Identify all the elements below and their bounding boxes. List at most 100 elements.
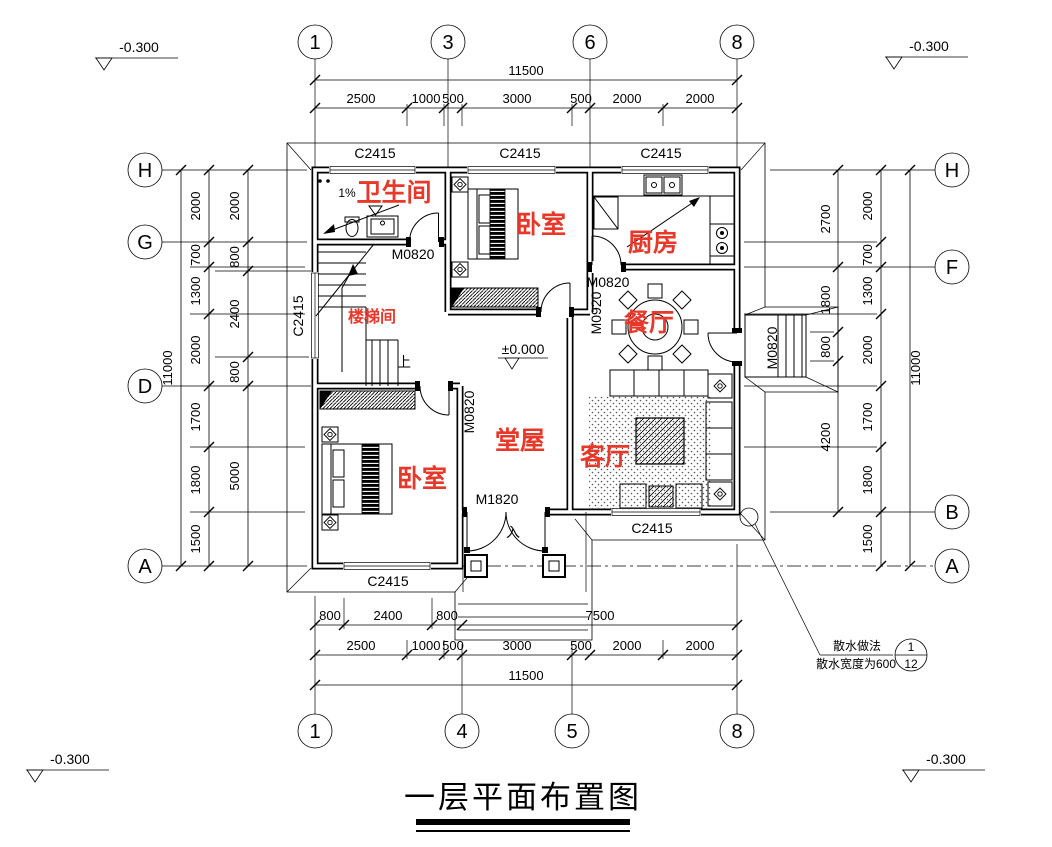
door-entrance (462, 506, 550, 553)
axis-top-1: 1 (309, 32, 320, 54)
dim-left-outer-2: 1300 (188, 277, 203, 306)
window-top-2 (467, 164, 556, 176)
dim-right-mid-3: 2000 (860, 336, 875, 365)
dim-bot-r2-3: 3000 (503, 638, 532, 653)
axis-top-6: 6 (584, 32, 595, 54)
door-bathroom (406, 212, 444, 248)
dimension-labels: 11500 2500 1000 500 3000 500 2000 2000 8… (160, 63, 923, 683)
axis-left-D: D (138, 376, 152, 398)
dim-bot-r1-1: 2400 (374, 608, 403, 623)
window-top-1 (329, 164, 416, 176)
dim-left-inner-2: 2400 (227, 300, 242, 329)
bedroom-bottom-furniture (319, 390, 416, 531)
axis-bot-4: 4 (456, 721, 467, 743)
window-bedroom-bottom (343, 560, 431, 572)
dimension-lines (175, 74, 916, 691)
room-label-hall: 堂屋 (495, 426, 545, 455)
window-top-3 (621, 164, 709, 176)
apron-note-line2: 散水宽度为600 (816, 656, 896, 671)
axis-right-A: A (945, 556, 959, 578)
axis-left-H: H (138, 160, 152, 182)
axis-bot-5: 5 (566, 721, 577, 743)
door-kitchen (587, 235, 626, 273)
axis-right-F: F (946, 257, 958, 279)
bay-landing (744, 314, 807, 378)
door-tag-bedroom-bottom: M0820 (461, 390, 477, 433)
room-label-kitchen: 厨房 (628, 228, 678, 257)
dim-left-outer-1: 700 (188, 244, 203, 266)
dim-bot-r2-5: 2000 (613, 638, 642, 653)
door-tag-kitchen: M0820 (587, 274, 630, 290)
dim-right-mid-6: 1500 (860, 525, 875, 554)
entrance-in-label: 入 (506, 524, 520, 540)
axis-left-G: G (137, 232, 153, 254)
dim-top-seg-3: 3000 (503, 91, 532, 106)
dim-bot-r1-0: 800 (319, 608, 341, 623)
dim-bot-r2-2: 500 (442, 638, 464, 653)
window-tag-bedroom-bottom: C2415 (367, 573, 408, 589)
window-tag-left: C2415 (290, 295, 306, 336)
dim-left-outer-3: 2000 (188, 336, 203, 365)
dim-bot-r1-2: 800 (436, 608, 458, 623)
window-tag-top-2: C2415 (499, 145, 540, 161)
elevation-value: -0.300 (926, 751, 966, 767)
elevation-value: -0.300 (119, 39, 159, 55)
dim-top-total: 11500 (508, 63, 543, 78)
apron-note-line1: 散水做法 (833, 638, 881, 653)
door-tag-bathroom: M0820 (392, 246, 435, 262)
dim-left-outer-0: 2000 (188, 192, 203, 221)
axis-top-3: 3 (442, 32, 453, 54)
elevation-bottom-right: -0.300 (902, 751, 985, 783)
axis-grid-lines (162, 59, 935, 714)
dim-right-inner-0: 2700 (818, 205, 833, 234)
window-tag-living: C2415 (631, 520, 672, 536)
dim-bot-r2-6: 2000 (686, 638, 715, 653)
stairs (315, 243, 399, 386)
room-label-stairwell: 楼梯间 (348, 307, 396, 326)
dim-left-inner-0: 2000 (227, 192, 242, 221)
dim-top-seg-4: 500 (570, 91, 592, 106)
window-tag-top-3: C2415 (640, 145, 681, 161)
room-label-bathroom: 卫生间 (356, 179, 431, 207)
window-tag-top-1: C2415 (354, 145, 395, 161)
dim-right-mid-4: 1700 (860, 403, 875, 432)
dim-right-total: 11000 (908, 350, 923, 385)
room-label-living: 客厅 (580, 442, 630, 471)
room-label-bedroom-top: 卧室 (516, 210, 566, 239)
dim-left-outer-5: 1800 (188, 466, 203, 495)
dining-furniture (611, 283, 699, 371)
elevation-bottom-left: -0.300 (26, 751, 109, 783)
dim-top-seg-5: 2000 (613, 91, 642, 106)
level-markers: ±0.000 -0.300 -0.300 -0.300 -0.300 (26, 38, 985, 783)
axis-bot-8: 8 (731, 721, 742, 743)
detail-number: 1 (908, 640, 915, 654)
door-bay (707, 328, 743, 366)
dim-bot-r2-1: 1000 (412, 638, 441, 653)
dim-bot-total: 11500 (508, 668, 543, 683)
axis-top-8: 8 (731, 32, 742, 54)
door-tag-bay: M0820 (764, 326, 780, 369)
dim-left-total: 11000 (160, 350, 175, 385)
dim-bot-r2-4: 500 (570, 638, 592, 653)
level-value: ±0.000 (502, 341, 545, 357)
opening-tags: C2415 C2415 C2415 C2415 C2415 C2415 M082… (290, 145, 780, 589)
dim-right-inner-1: 1800 (818, 286, 833, 315)
axis-right-B: B (945, 502, 958, 524)
window-left-stair (309, 272, 321, 359)
axis-bot-1: 1 (309, 721, 320, 743)
eave-outline (286, 142, 839, 641)
dim-right-mid-1: 700 (860, 244, 875, 266)
drawing-title-block: 一层平面布置图 (404, 780, 642, 832)
dim-left-inner-1: 800 (227, 246, 242, 268)
room-label-bedroom-bottom: 卧室 (397, 464, 447, 493)
dim-right-mid-2: 1300 (860, 277, 875, 306)
dim-right-mid-0: 2000 (860, 192, 875, 221)
dim-left-outer-6: 1500 (188, 525, 203, 554)
dim-left-outer-4: 1700 (188, 403, 203, 432)
stairs-up-label: 上 (397, 354, 411, 370)
bedroom-top-furniture (451, 176, 539, 308)
drawing-title: 一层平面布置图 (404, 780, 642, 815)
dim-top-seg-1: 1000 (412, 91, 441, 106)
